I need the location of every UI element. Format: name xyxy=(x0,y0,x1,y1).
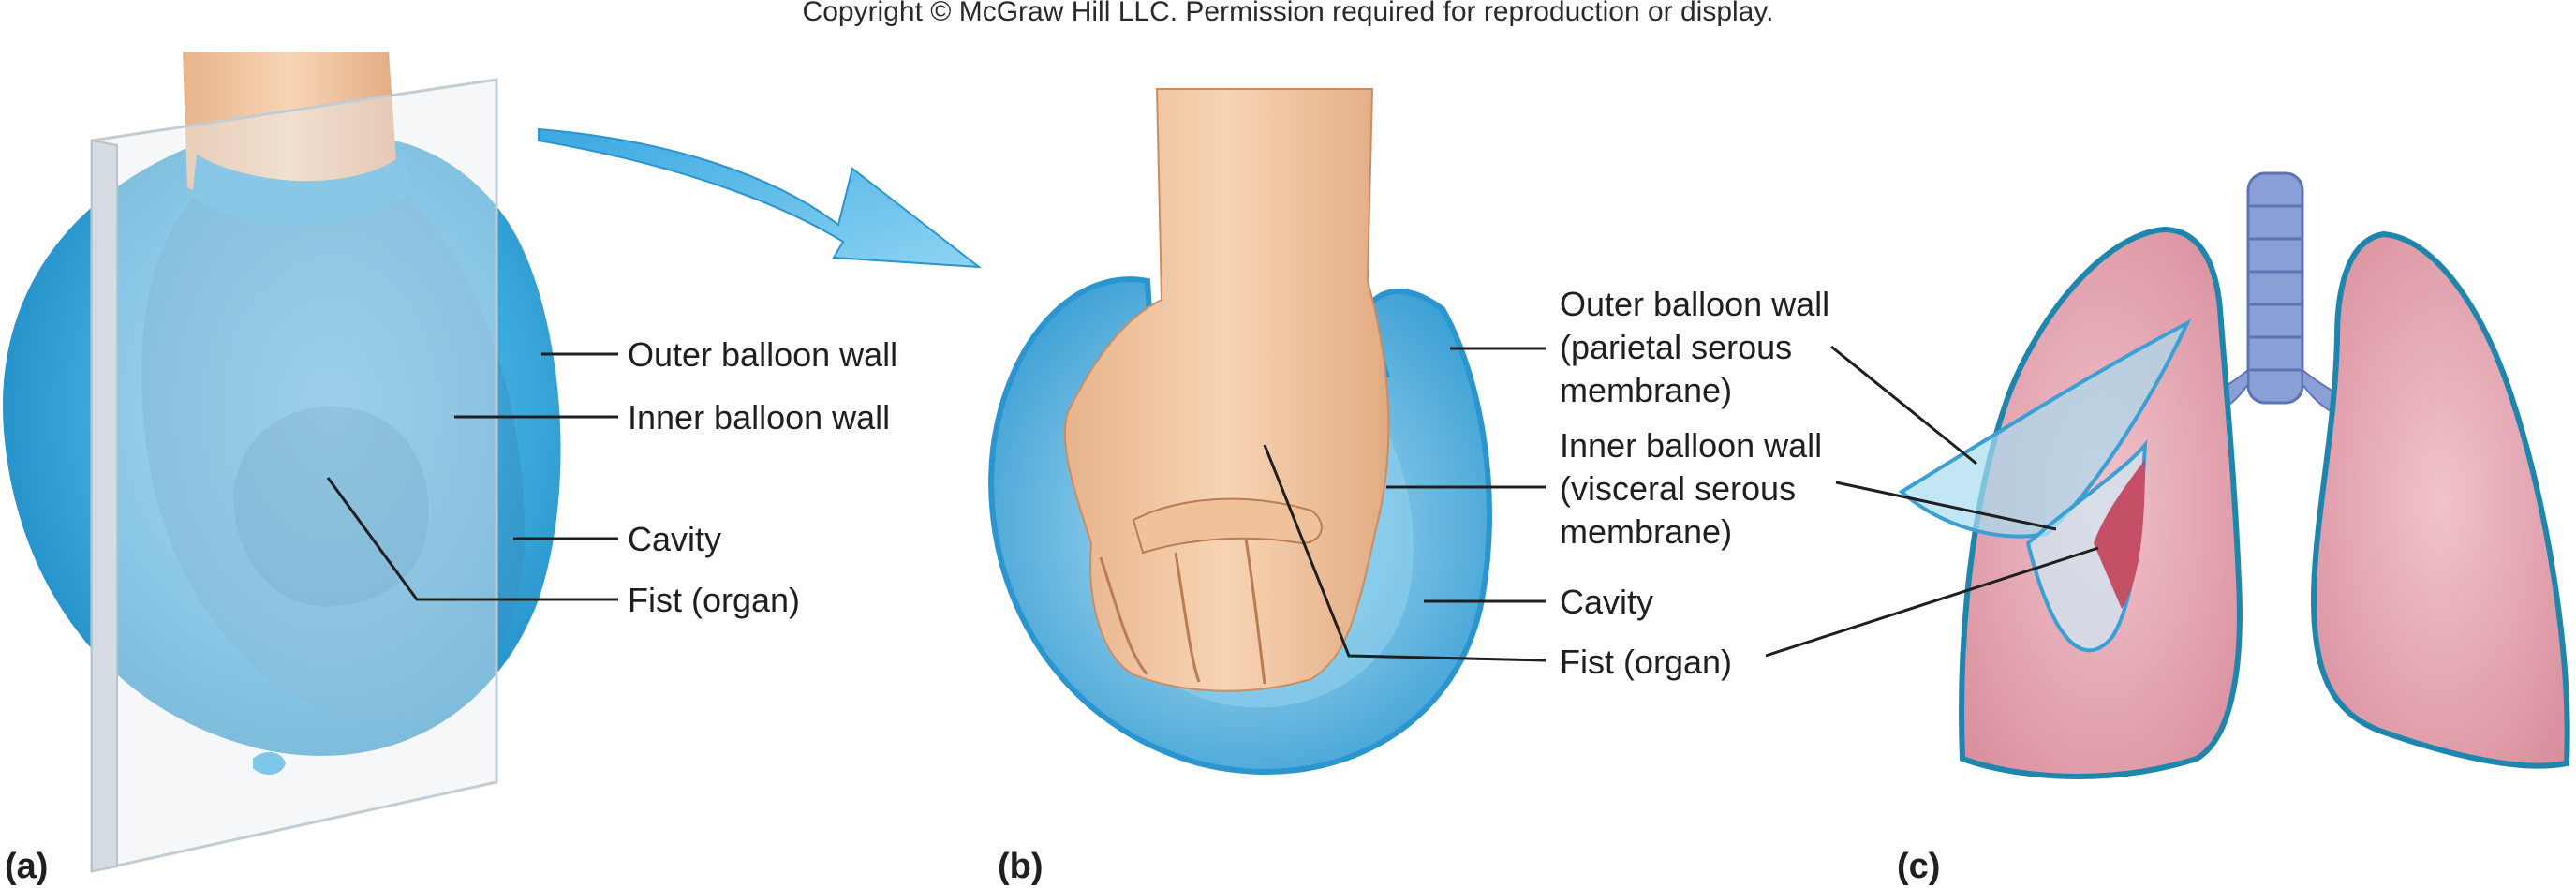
fist-shadow xyxy=(233,406,429,607)
label-b-outer-line-2: (parietal serous xyxy=(1560,328,1793,366)
left-lung xyxy=(2310,230,2570,769)
label-b-outer-line-1: Outer balloon wall xyxy=(1560,285,1830,323)
leader-b-fist xyxy=(1263,444,1547,662)
thumb xyxy=(1132,497,1323,555)
trachea xyxy=(2246,171,2304,405)
panel-letter-a: (a) xyxy=(5,847,49,886)
panel-a-illustration xyxy=(3,52,618,873)
balloon-neck xyxy=(192,155,412,225)
label-b-inner-line-3: membrane) xyxy=(1560,512,1733,551)
copyright-notice: Copyright © McGraw Hill LLC. Permission … xyxy=(802,0,1774,27)
leader-c-inner xyxy=(1835,481,2057,531)
label-b-inner-line-1: Inner balloon wall xyxy=(1560,426,1823,465)
glass-plate xyxy=(90,78,498,873)
label-a-fist: Fist (organ) xyxy=(628,581,801,619)
label-b-cavity: Cavity xyxy=(1560,583,1654,621)
inner-balloon xyxy=(141,155,525,722)
leader-a-fist xyxy=(326,477,618,601)
panel-b-illustration xyxy=(988,88,1547,775)
label-a-inner-balloon-wall: Inner balloon wall xyxy=(628,398,891,437)
arm xyxy=(183,52,398,207)
glass-plate-edge xyxy=(91,139,118,873)
panel-c-illustration xyxy=(1765,171,2570,779)
panel-letter-b: (b) xyxy=(998,847,1044,886)
trachea-rings xyxy=(2248,204,2302,372)
label-b-outer-line-3: membrane) xyxy=(1560,371,1733,409)
label-b-fist: Fist (organ) xyxy=(1560,643,1733,681)
exposed-lung-tissue xyxy=(2094,459,2145,609)
balloon-knot xyxy=(253,752,286,775)
knuckle-3 xyxy=(1244,538,1266,685)
panel-letter-c: (c) xyxy=(1897,847,1941,886)
label-a-outer-balloon-wall: Outer balloon wall xyxy=(628,335,898,374)
label-a-cavity: Cavity xyxy=(628,520,722,558)
knuckle-2 xyxy=(1174,552,1201,683)
knuckle-1 xyxy=(1099,556,1149,676)
leader-c-fist xyxy=(1765,546,2099,658)
label-b-inner-line-2: (visceral serous xyxy=(1560,469,1797,508)
transition-arrow xyxy=(538,127,983,269)
leader-c-outer xyxy=(1830,345,1977,466)
peeled-parietal-membrane xyxy=(1898,318,2192,539)
